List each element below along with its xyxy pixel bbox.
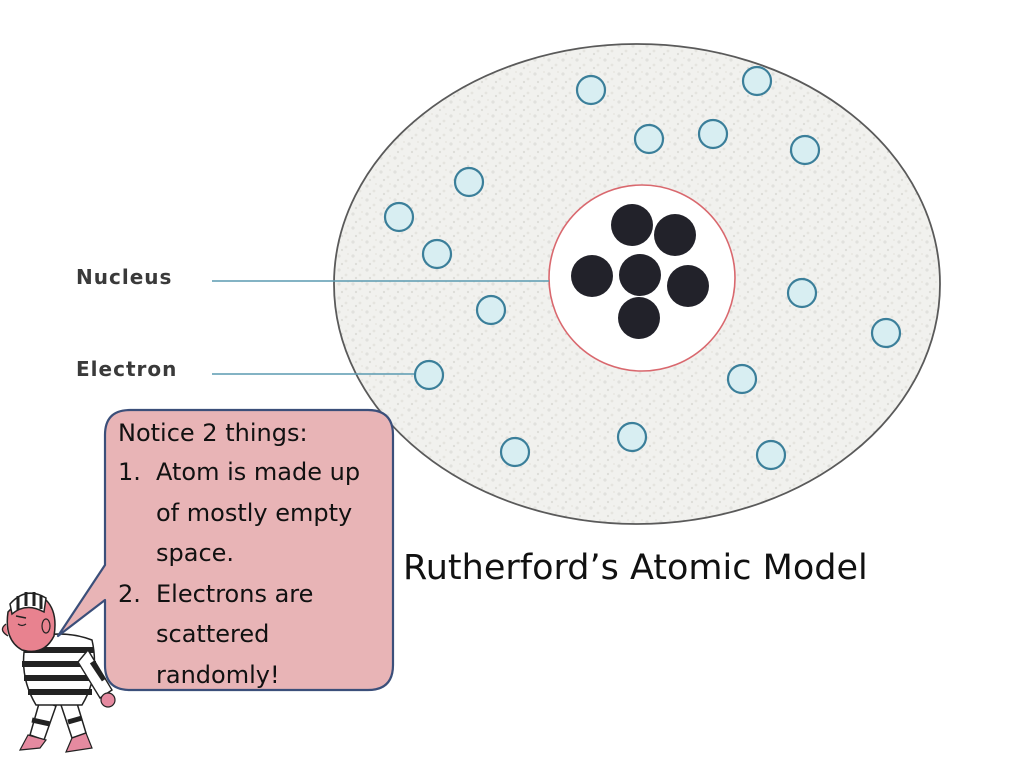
callout-item-number: 2. (118, 579, 141, 608)
electron (741, 65, 773, 97)
nucleon (571, 255, 613, 297)
callout-item-number: 1. (118, 458, 141, 486)
electron (475, 294, 507, 326)
callout-heading: Notice 2 things: (118, 419, 308, 447)
callout-list: 1. Atom is made up of mostly empty space… (118, 452, 380, 695)
nucleon (654, 214, 696, 256)
electron (453, 166, 485, 198)
electron (499, 436, 531, 468)
callout-item-text: Atom is made up of mostly empty space. (156, 458, 361, 567)
electron (697, 118, 729, 150)
electron (633, 123, 665, 155)
electrons (383, 65, 902, 471)
callout-text: Notice 2 things: 1. Atom is made up of m… (118, 414, 380, 695)
callout-item: 2. Electrons are scattered randomly! (118, 574, 380, 696)
electron (575, 74, 607, 106)
electron (789, 134, 821, 166)
callout-item: 1. Atom is made up of mostly empty space… (118, 452, 380, 574)
nucleon (618, 297, 660, 339)
diagram-caption: Rutherford’s Atomic Model (403, 548, 868, 588)
nucleon (667, 265, 709, 307)
electron (870, 317, 902, 349)
electron (383, 201, 415, 233)
electron-label: Electron (76, 357, 178, 381)
nucleus-label: Nucleus (76, 265, 173, 289)
nucleon (619, 254, 661, 296)
electron (616, 421, 648, 453)
electron (786, 277, 818, 309)
nucleus-particles (571, 204, 709, 339)
electron (755, 439, 787, 471)
electron (413, 359, 445, 391)
electron (726, 363, 758, 395)
speech-bubble (56, 408, 395, 692)
callout-item-text: Electrons are scattered randomly! (156, 579, 314, 689)
nucleon (611, 204, 653, 246)
cartoon-prisoner-icon (1, 592, 116, 753)
electron (421, 238, 453, 270)
